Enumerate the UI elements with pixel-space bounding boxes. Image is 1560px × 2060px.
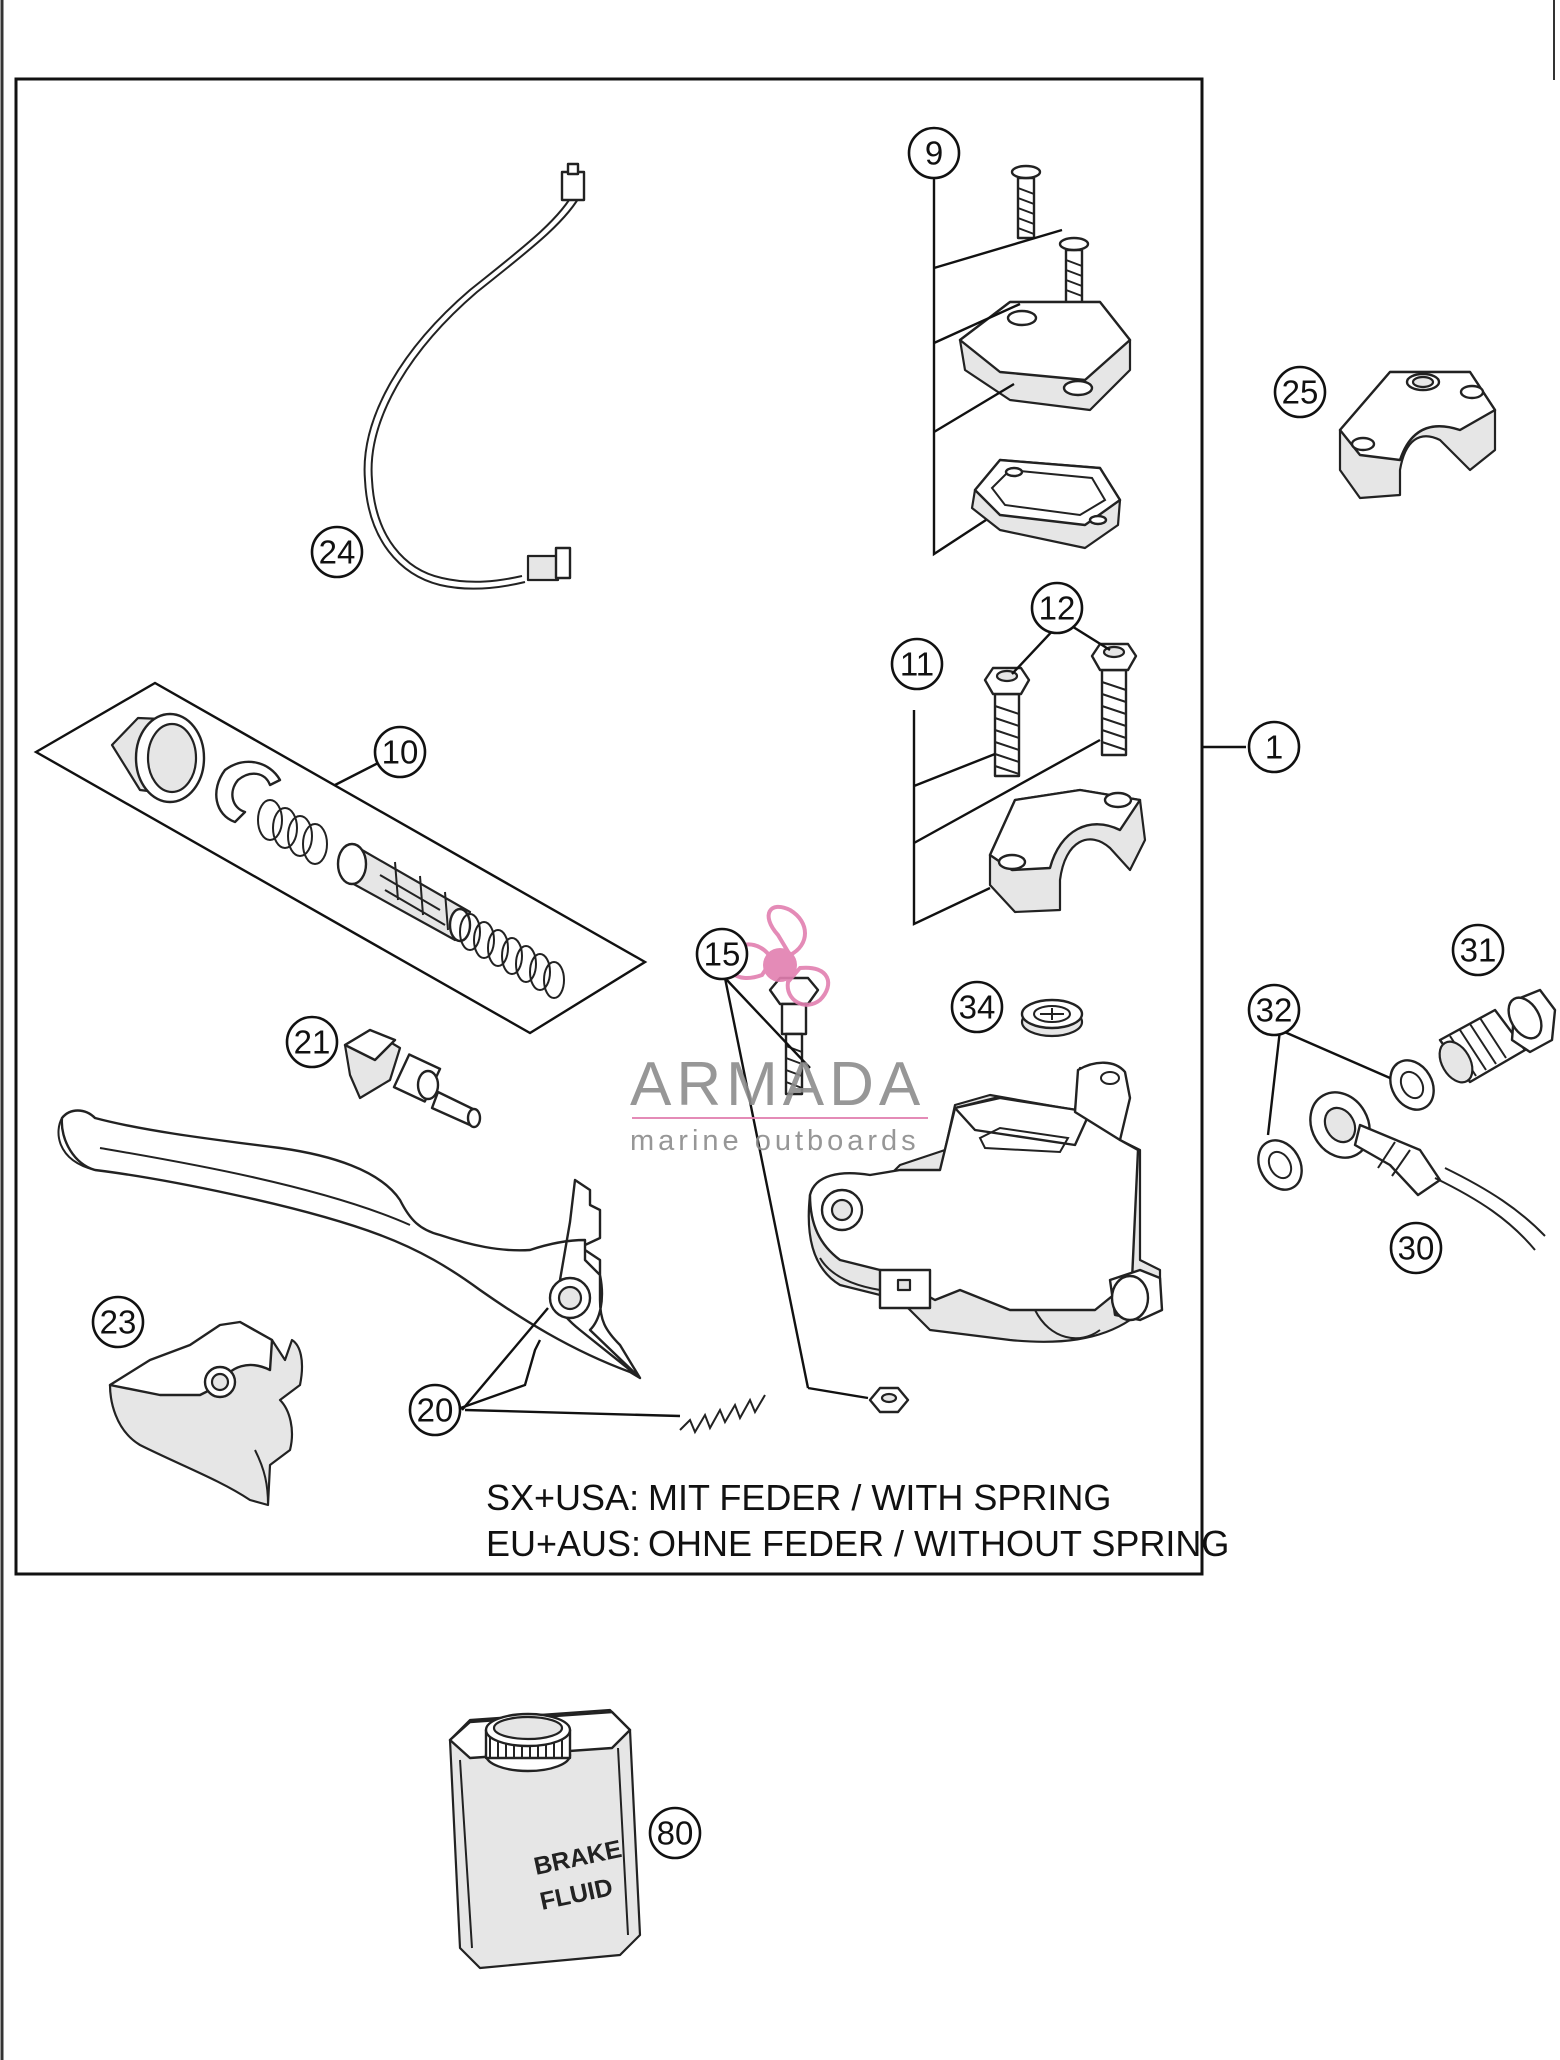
part-21-adjuster-knob xyxy=(343,1028,482,1129)
watermark-brand: ARMADA xyxy=(630,1050,925,1119)
svg-text:30: 30 xyxy=(1398,1230,1435,1267)
callout-31: 31 xyxy=(1451,923,1505,977)
watermark-tagline: marine outboards xyxy=(630,1125,920,1157)
callout-15: 15 xyxy=(695,927,749,981)
part-30-brake-line xyxy=(1309,1091,1546,1251)
part-25-handlebar-clamp xyxy=(1338,370,1497,500)
piston-boot xyxy=(110,712,206,804)
part-10-piston-kit xyxy=(33,681,648,1035)
reservoir-diaphragm xyxy=(970,458,1122,550)
part-20-lever-spring xyxy=(454,1307,766,1435)
return-spring xyxy=(459,913,565,999)
part-31-banjo-bolt xyxy=(1438,988,1557,1084)
small-spring xyxy=(257,799,328,865)
piston xyxy=(336,842,472,943)
spring-variant-notes: SX+USA: MIT FEDER / WITH SPRING EU+AUS: … xyxy=(486,1477,1229,1564)
master-cylinder-body xyxy=(807,1061,1164,1343)
clamp-screw xyxy=(1090,642,1138,757)
svg-text:23: 23 xyxy=(100,1304,137,1341)
circlip xyxy=(215,760,282,824)
svg-text:31: 31 xyxy=(1460,932,1497,969)
callout-25: 25 xyxy=(1273,365,1327,419)
note-line1-text: MIT FEDER / WITH SPRING xyxy=(648,1477,1111,1518)
part-23-lever-boot xyxy=(108,1320,304,1507)
part-24-switch-cable xyxy=(363,162,586,590)
svg-text:34: 34 xyxy=(959,989,996,1026)
callout-80: 80 xyxy=(648,1806,702,1860)
callout-21: 21 xyxy=(285,1015,339,1069)
callout-24: 24 xyxy=(310,525,364,579)
callout-20: 20 xyxy=(408,1383,462,1437)
part-80-brake-fluid-can: BRAKE FLUID xyxy=(448,1708,642,1970)
callout-30: 30 xyxy=(1389,1221,1443,1275)
cover-screw xyxy=(1010,164,1042,240)
svg-text:10: 10 xyxy=(382,734,419,771)
svg-text:80: 80 xyxy=(657,1815,694,1852)
cover-screw xyxy=(1058,236,1090,310)
callout-9: 9 xyxy=(907,126,961,180)
svg-text:12: 12 xyxy=(1039,590,1076,627)
callout-34: 34 xyxy=(950,980,1004,1034)
part-11-clamp-assembly xyxy=(912,623,1147,926)
clamp-half xyxy=(988,788,1147,914)
assembly-frame xyxy=(14,77,1204,1576)
clamp-screw xyxy=(983,666,1031,778)
svg-text:1: 1 xyxy=(1265,729,1283,766)
svg-text:32: 32 xyxy=(1256,992,1293,1029)
svg-text:24: 24 xyxy=(319,534,356,571)
svg-text:9: 9 xyxy=(925,135,943,172)
part-32-sealing-washers xyxy=(1257,1028,1435,1191)
callout-1: 1 xyxy=(1247,720,1301,774)
svg-text:25: 25 xyxy=(1282,374,1319,411)
callout-10: 10 xyxy=(373,725,427,779)
brake-lever xyxy=(57,1109,642,1380)
part-15-pivot-bolt xyxy=(723,976,910,1414)
part-9-reservoir-cover-kit xyxy=(932,164,1132,557)
callout-12: 12 xyxy=(1030,581,1084,635)
reservoir-cover xyxy=(958,300,1132,412)
note-line2-text: OHNE FEDER / WITHOUT SPRING xyxy=(648,1523,1229,1564)
callout-11: 11 xyxy=(890,637,944,691)
svg-text:20: 20 xyxy=(417,1392,454,1429)
svg-text:21: 21 xyxy=(294,1024,331,1061)
callout-23: 23 xyxy=(91,1295,145,1349)
armada-watermark: ARMADA marine outboards xyxy=(630,904,928,1157)
note-line1-variant: SX+USA: xyxy=(486,1477,639,1518)
note-line2-variant: EU+AUS: xyxy=(486,1523,641,1564)
svg-text:11: 11 xyxy=(900,646,934,683)
callout-32: 32 xyxy=(1247,983,1301,1037)
svg-text:15: 15 xyxy=(704,936,741,973)
part-34-sight-glass xyxy=(1020,998,1084,1038)
